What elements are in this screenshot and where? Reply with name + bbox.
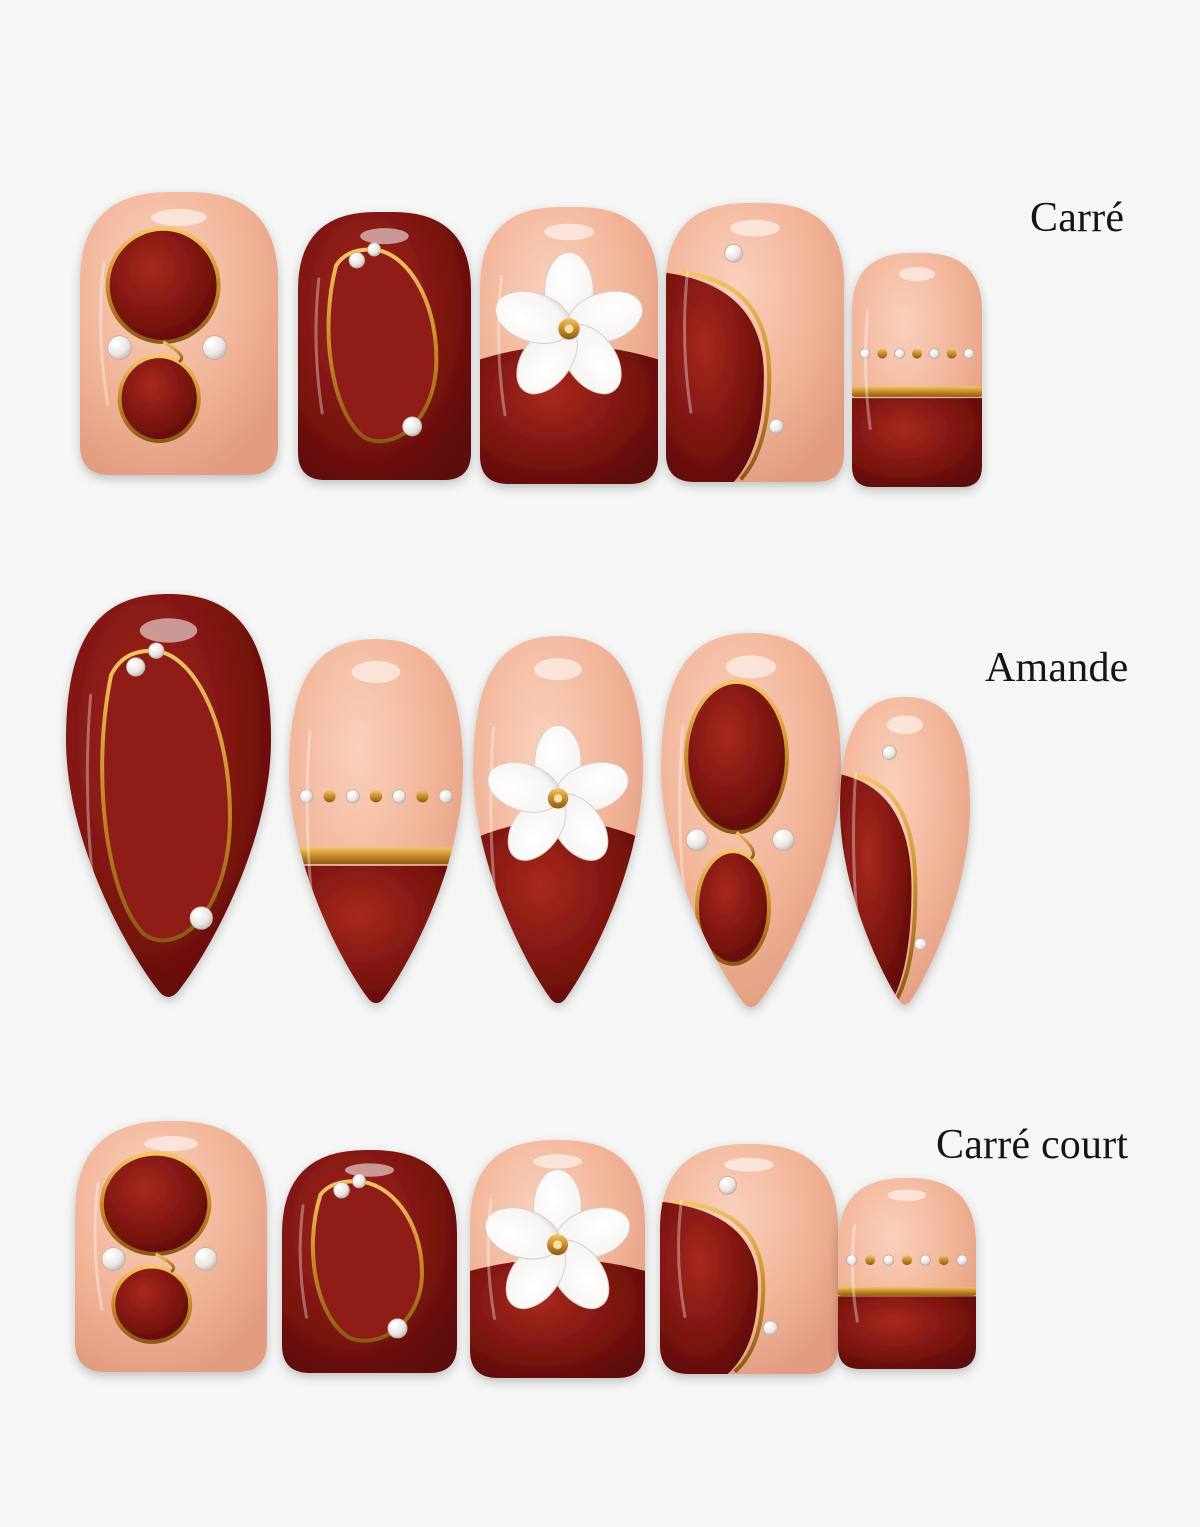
pearl-icon	[402, 416, 423, 437]
pearl-icon	[387, 1318, 408, 1339]
gold-bead	[902, 1255, 912, 1266]
gloss-highlight	[730, 219, 780, 237]
gold-bead	[369, 790, 383, 803]
gold-band	[852, 386, 982, 397]
gloss-highlight	[544, 223, 594, 241]
gold-bead	[877, 348, 888, 359]
gold-arc	[680, 270, 772, 481]
pearl-icon	[189, 906, 213, 930]
pearl-icon	[768, 418, 784, 434]
gold-bead	[416, 790, 429, 803]
nail-amande-1	[66, 594, 271, 997]
pearl-icon	[914, 937, 927, 951]
nail-carre-3	[480, 207, 658, 484]
nail-carre_court-4	[660, 1144, 838, 1374]
gold-ring-small	[117, 354, 201, 444]
burgundy-half-moon	[666, 272, 764, 482]
nail-carre-2	[298, 212, 471, 480]
pearl-icon	[348, 252, 366, 269]
gloss-highlight	[345, 1163, 394, 1177]
gloss-highlight	[898, 267, 936, 282]
gold-ring-small	[111, 1264, 193, 1344]
gold-bead	[323, 790, 336, 803]
pearl-icon	[718, 1176, 737, 1195]
gloss-highlight	[887, 1189, 927, 1201]
nail-carre_court-1	[75, 1121, 267, 1372]
gloss-highlight	[724, 1157, 774, 1172]
gloss-highlight	[151, 208, 207, 226]
nail-amande-2	[289, 639, 463, 1004]
nail-amande-5	[840, 697, 970, 1005]
burgundy-tip	[473, 820, 643, 1004]
label-carre-court: Carré court	[936, 1122, 1129, 1168]
gold-ring-large	[105, 226, 221, 344]
nail-carre-4	[666, 203, 844, 482]
pearl-icon	[438, 789, 453, 804]
gold-bead	[946, 348, 957, 359]
label-amande: Amande	[985, 645, 1129, 691]
pearl-icon	[107, 335, 132, 360]
pearl-icon	[202, 335, 227, 360]
pearl-icon	[894, 348, 906, 360]
pearl-icon	[101, 1247, 126, 1271]
pearl-icon	[367, 242, 382, 257]
nail-amande-4	[661, 633, 841, 1008]
pearl-icon	[882, 1254, 895, 1266]
pearl-icon	[724, 243, 743, 263]
gold-ring-large	[684, 679, 789, 835]
gloss-highlight	[534, 658, 582, 681]
gloss-highlight	[533, 1154, 582, 1169]
gloss-highlight	[725, 655, 777, 679]
gold-arc	[850, 772, 918, 1004]
gold-ring-large	[99, 1151, 212, 1257]
gloss-highlight	[144, 1136, 198, 1152]
gloss-highlight	[139, 618, 198, 643]
gloss-highlight	[360, 228, 409, 245]
pearl-icon	[762, 1320, 778, 1336]
pearl-icon	[882, 745, 897, 761]
gloss-highlight	[351, 660, 401, 683]
nail-carre_court-2	[282, 1150, 457, 1373]
gold-band	[838, 1286, 976, 1296]
label-carre: Carré	[1030, 195, 1125, 241]
pearl-icon	[148, 642, 165, 659]
burgundy-tip	[838, 1296, 976, 1369]
pearl-icon	[956, 1254, 968, 1266]
pearl-icon	[685, 828, 709, 852]
nail-amande-3	[473, 636, 643, 1004]
pearl-icon	[963, 348, 975, 360]
gold-arc	[674, 1199, 766, 1374]
gold-bead	[938, 1255, 949, 1266]
gold-band	[289, 847, 463, 865]
gold-bead	[912, 348, 922, 359]
gold-ring-small	[695, 849, 771, 966]
nail-carre-1	[80, 192, 278, 475]
pearl-icon	[345, 789, 360, 804]
pearl-icon	[333, 1181, 350, 1199]
pearl-icon	[193, 1247, 218, 1271]
pearl-icon	[928, 348, 940, 360]
nail-carre_court-3	[470, 1140, 645, 1378]
nail-carre-5	[852, 253, 982, 487]
pearl-icon	[126, 657, 146, 677]
pearl-icon	[772, 828, 795, 852]
burgundy-tip	[289, 865, 463, 1004]
burgundy-half-moon	[660, 1201, 758, 1374]
gloss-highlight	[886, 715, 924, 735]
pearl-icon	[392, 789, 407, 804]
nail-carre_court-5	[838, 1178, 976, 1369]
gold-bead	[865, 1255, 876, 1266]
burgundy-tip	[852, 398, 982, 487]
pearl-icon	[919, 1254, 932, 1266]
